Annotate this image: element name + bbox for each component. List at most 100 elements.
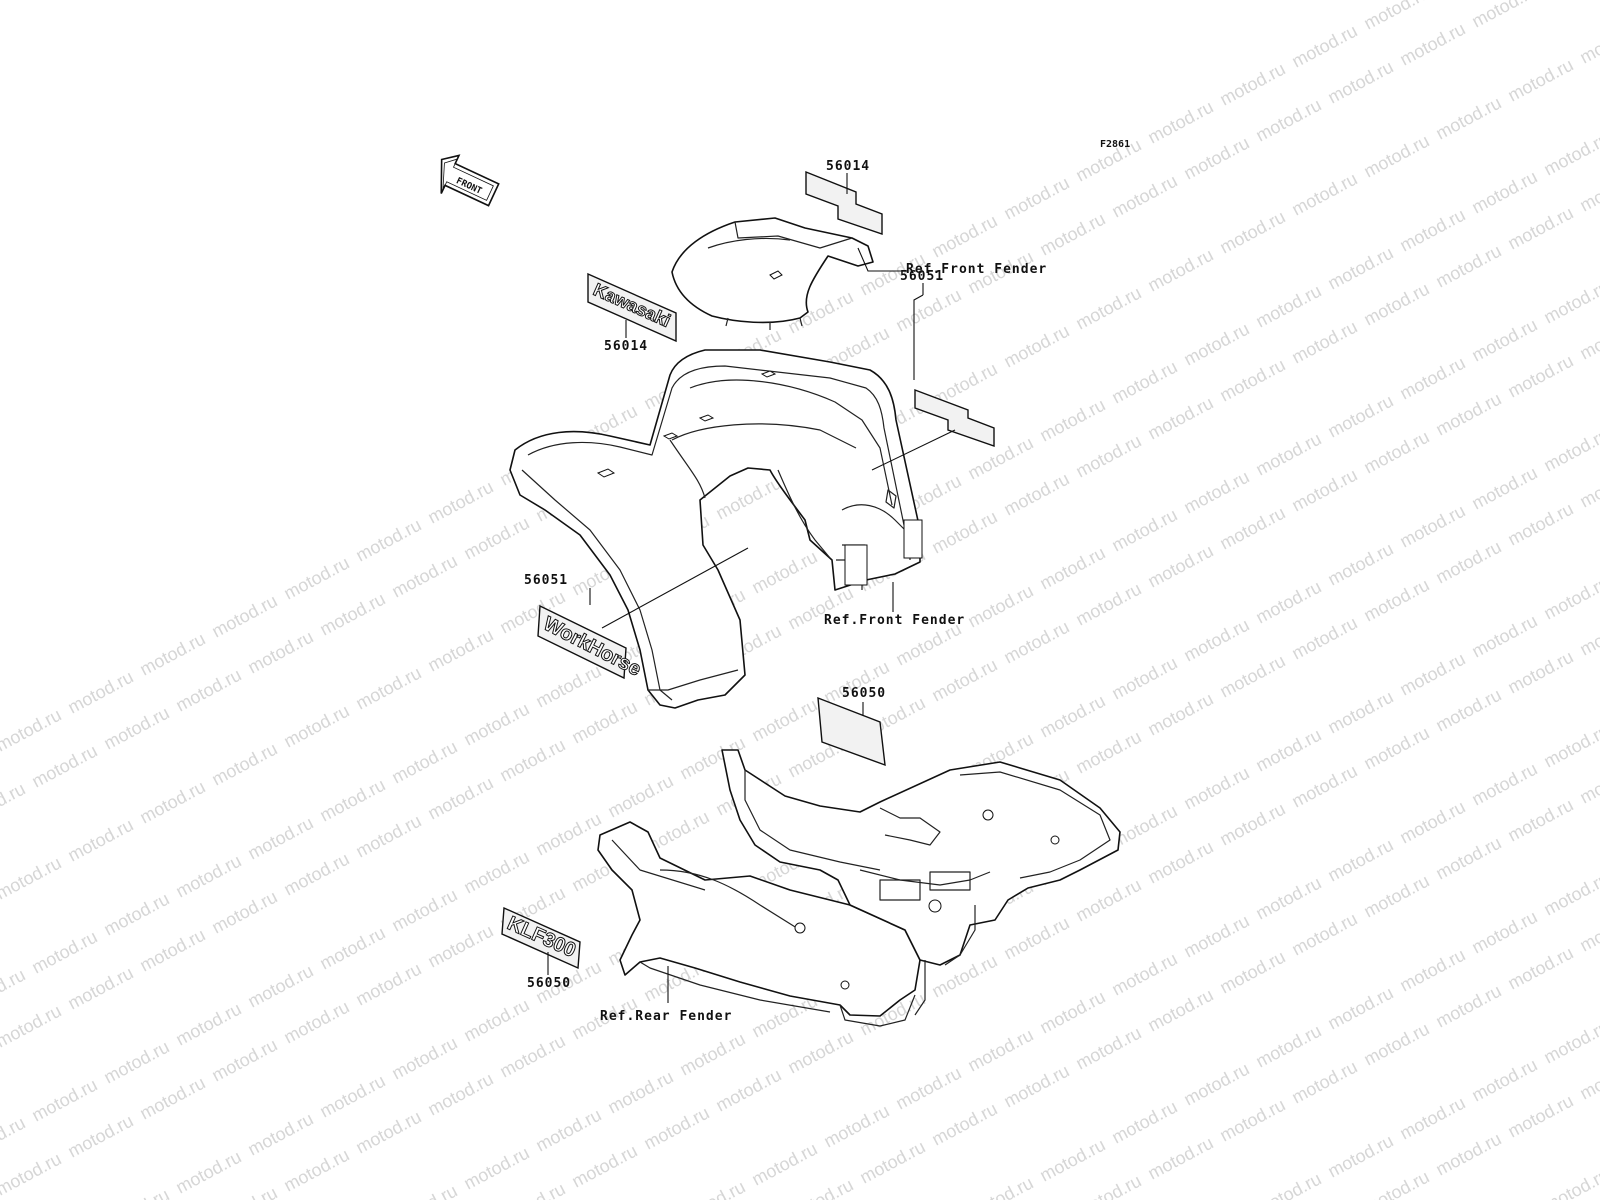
watermark-text: motod.ru [352, 1107, 424, 1158]
watermark-text: motod.ru [1576, 757, 1600, 808]
watermark-text: motod.ru [1504, 351, 1576, 402]
watermark-text: motod.ru [244, 813, 316, 864]
watermark-text: motod.ru [388, 1181, 460, 1200]
watermark-text: motod.ru [208, 1183, 280, 1200]
watermark-text: motod.ru [1180, 133, 1252, 184]
watermark-text: motod.ru [1504, 943, 1576, 994]
watermark-text: motod.ru [1252, 1169, 1324, 1200]
watermark-text: motod.ru [1288, 761, 1360, 812]
watermark-text: motod.ru [1432, 685, 1504, 736]
decal-56051-right [914, 388, 995, 447]
watermark-text: motod.ru [1288, 909, 1360, 960]
watermark-text: motod.ru [1072, 1171, 1144, 1200]
watermark-text: motod.ru [964, 1025, 1036, 1076]
watermark-text: motod.ru [0, 965, 29, 1016]
watermark-text: motod.ru [1000, 173, 1072, 224]
watermark-text: motod.ru [352, 515, 424, 566]
watermark-text: motod.ru [1288, 169, 1360, 220]
watermark-text: motod.ru [1036, 543, 1108, 594]
watermark-text: motod.ru [1144, 541, 1216, 592]
watermark-text: motod.ru [64, 815, 136, 866]
watermark-text: motod.ru [352, 811, 424, 862]
watermark-text: motod.ru [244, 1109, 316, 1160]
watermark-text: motod.ru [280, 849, 352, 900]
watermark-text: motod.ru [1252, 429, 1324, 480]
watermark-text: motod.ru [172, 851, 244, 902]
watermark-text: motod.ru [28, 741, 100, 792]
watermark-text: motod.ru [676, 1177, 748, 1200]
watermark-text: motod.ru [928, 655, 1000, 706]
watermark-text: motod.ru [1324, 539, 1396, 590]
watermark-text: motod.ru [1000, 321, 1072, 372]
watermark-text: motod.ru [1072, 431, 1144, 482]
watermark-text: motod.ru [424, 773, 496, 824]
watermark-text: motod.ru [316, 775, 388, 826]
watermark-text: motod.ru [1324, 243, 1396, 294]
watermark-text: motod.ru [1144, 393, 1216, 444]
watermark-text: motod.ru [1288, 465, 1360, 516]
watermark-text: motod.ru [316, 923, 388, 974]
watermark-text: motod.ru [280, 701, 352, 752]
watermark-text: motod.ru [1432, 389, 1504, 440]
watermark-text: motod.ru [100, 1037, 172, 1088]
watermark-text: motod.ru [1504, 55, 1576, 106]
watermark-text: motod.ru [424, 1069, 496, 1120]
watermark-text: motod.ru [1252, 281, 1324, 332]
watermark-text: motod.ru [1504, 499, 1576, 550]
watermark-text: motod.ru [640, 1103, 712, 1154]
watermark-text: motod.ru [1036, 987, 1108, 1038]
label-56051-right: 56051 [900, 269, 944, 284]
watermark-text: motod.ru [172, 665, 244, 716]
watermark-text: motod.ru [1432, 537, 1504, 588]
watermark-text: motod.ru [388, 737, 460, 788]
watermark-text: motod.ru [352, 663, 424, 714]
watermark-text: motod.ru [568, 697, 640, 748]
watermark-text: motod.ru [424, 477, 496, 528]
label-56014-left: 56014 [604, 339, 648, 354]
watermark-text: motod.ru [1432, 1129, 1504, 1180]
watermark-text: motod.ru [892, 1063, 964, 1114]
watermark-text: motod.ru [1252, 1021, 1324, 1072]
watermark-text: motod.ru [1036, 691, 1108, 742]
watermark-text: motod.ru [136, 925, 208, 976]
watermark-text: motod.ru [1108, 949, 1180, 1000]
watermark-text: motod.ru [1396, 945, 1468, 996]
watermark-text: motod.ru [748, 547, 820, 598]
watermark-text: motod.ru [1540, 869, 1600, 920]
watermark-text: motod.ru [1288, 613, 1360, 664]
watermark-text: motod.ru [496, 735, 568, 786]
watermark-text: motod.ru [136, 777, 208, 828]
watermark-text: motod.ru [1000, 617, 1072, 668]
watermark-text: motod.ru [1324, 57, 1396, 108]
watermark-text: motod.ru [1360, 427, 1432, 478]
watermark-text: motod.ru [1180, 1059, 1252, 1110]
watermark-text: motod.ru [1324, 391, 1396, 442]
watermark-text: motod.ru [1576, 609, 1600, 660]
watermark-text: motod.ru [964, 581, 1036, 632]
watermark-text: motod.ru [1540, 1165, 1600, 1200]
watermark-text: motod.ru [1036, 1135, 1108, 1186]
watermark-text: motod.ru [0, 853, 65, 904]
watermark-text: motod.ru [1108, 1097, 1180, 1148]
watermark-text: motod.ru [388, 551, 460, 602]
watermark-text: motod.ru [1144, 245, 1216, 296]
watermark-text: motod.ru [1540, 573, 1600, 624]
watermark-text: motod.ru [460, 995, 532, 1046]
watermark-text: motod.ru [1540, 129, 1600, 180]
watermark-text: motod.ru [1468, 759, 1540, 810]
watermark-text: motod.ru [1072, 1023, 1144, 1074]
watermark-text: motod.ru [64, 963, 136, 1014]
watermark-text: motod.ru [532, 661, 604, 712]
watermark-text: motod.ru [1036, 395, 1108, 446]
watermark-text: motod.ru [820, 1101, 892, 1152]
watermark-text: motod.ru [1396, 1093, 1468, 1144]
watermark-text: motod.ru [1072, 283, 1144, 334]
watermark-text: motod.ru [280, 553, 352, 604]
watermark-text: motod.ru [1144, 837, 1216, 888]
watermark-text: motod.ru [172, 999, 244, 1050]
watermark-text: motod.ru [1576, 313, 1600, 364]
watermark-text: motod.ru [1540, 425, 1600, 476]
watermark-text: motod.ru [1216, 651, 1288, 702]
watermark-text: motod.ru [1468, 611, 1540, 662]
watermark-text: motod.ru [1000, 1061, 1072, 1112]
